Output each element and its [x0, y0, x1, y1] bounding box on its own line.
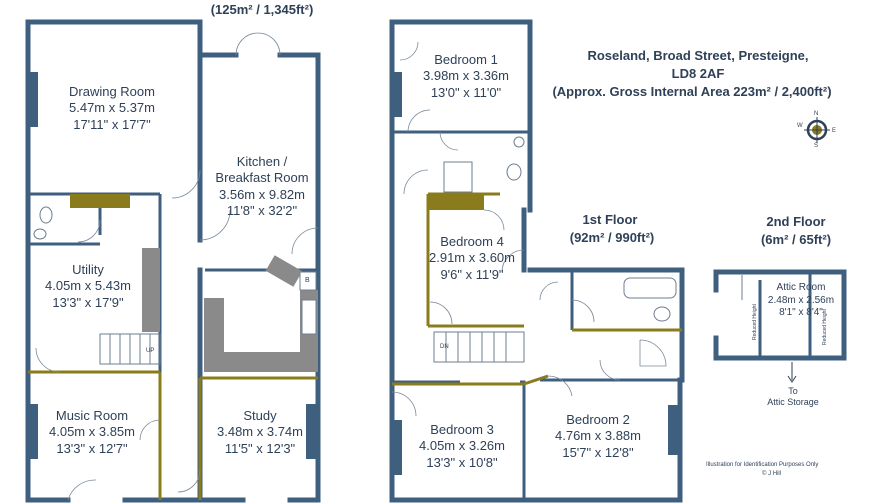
wc-toilet — [39, 206, 53, 224]
room-name: Attic Room — [776, 282, 826, 293]
room-imperial: 13'3" x 10'8" — [426, 454, 498, 470]
room-metric: 4.05m x 3.85m — [49, 424, 135, 440]
room-bedroom-4: Bedroom 4 2.91m x 3.60m 9'6" x 11'9" — [429, 234, 515, 283]
room-name: Kitchen / — [236, 154, 288, 169]
kitchen-worktop — [204, 290, 318, 372]
room-bedroom-2: Bedroom 2 4.76m x 3.88m 15'7" x 12'8" — [555, 412, 641, 461]
first-toilet — [653, 306, 671, 322]
room-metric: 4.76m x 3.88m — [555, 428, 641, 444]
hob — [301, 299, 317, 335]
compass-icon — [804, 117, 830, 143]
property-address-line2: LD8 2AF — [671, 66, 725, 81]
stairs-down-label: DN — [440, 344, 449, 350]
attic-arrow-head — [787, 375, 797, 383]
ground-floor-area: (125m² / 1,345ft²) — [210, 2, 314, 17]
fireplace-study — [306, 404, 318, 459]
room-name: Bedroom 1 — [434, 52, 498, 67]
disclaimer: Illustration for Identification Purposes… — [706, 462, 819, 468]
beam-block — [70, 194, 130, 208]
room-metric: 4.05m x 5.43m — [45, 278, 131, 294]
first-floor-title: 1st Floor — [582, 212, 638, 227]
room-imperial: 11'8" x 32'2" — [226, 202, 298, 218]
room-metric: 3.98m x 3.36m — [423, 68, 509, 84]
room-name: Study — [243, 408, 277, 423]
first-floor-area: (92m² / 990ft²) — [569, 230, 655, 245]
compass-n: N — [814, 111, 819, 117]
first-floor-oak-beams — [392, 192, 682, 386]
boiler-label: B — [305, 277, 310, 284]
utility-worktop — [142, 248, 160, 332]
reduced-height-left: Reduced Height — [752, 304, 758, 340]
room-name-2: Breakfast Room — [215, 170, 309, 186]
second-floor-area: (6m² / 65ft²) — [760, 232, 832, 247]
copyright: © J Hill — [762, 471, 782, 477]
stairs-up-label: UP — [146, 348, 155, 354]
kitchen-island — [265, 255, 303, 287]
room-drawing-room: Drawing Room 5.47m x 5.37m 17'11" x 17'7… — [69, 84, 155, 133]
bath — [623, 277, 677, 299]
ground-stairs — [99, 333, 161, 365]
first-stairs — [433, 331, 525, 363]
room-metric: 4.05m x 3.26m — [419, 438, 505, 454]
first-doors — [391, 41, 621, 417]
reduced-height-right: Reduced Height — [822, 309, 828, 345]
attic-walls — [713, 269, 847, 361]
room-imperial: 17'11" x 17'7" — [73, 116, 151, 132]
gross-internal-area: (Approx. Gross Internal Area 223m² / 2,4… — [552, 84, 832, 99]
room-music-room: Music Room 4.05m x 3.85m 13'3" x 12'7" — [49, 408, 135, 457]
room-imperial: 8'1" x 8'4" — [779, 307, 823, 318]
room-metric: 2.91m x 3.60m — [429, 250, 515, 266]
first-beam-block — [428, 194, 484, 210]
room-name: Bedroom 2 — [566, 412, 630, 427]
room-metric: 2.48m x 2.56m — [767, 294, 835, 306]
ensuite-toilet — [506, 163, 522, 181]
compass-e: E — [832, 128, 837, 134]
compass-w: W — [797, 123, 803, 129]
boiler-box — [299, 271, 317, 291]
room-bedroom-1: Bedroom 1 3.98m x 3.36m 13'0" x 11'0" — [423, 52, 509, 101]
wc-basin — [33, 228, 47, 240]
compass-s: S — [814, 143, 819, 149]
attic-storage-note: To Attic Storage — [767, 386, 819, 408]
room-utility: Utility 4.05m x 5.43m 13'3" x 17'9" — [45, 262, 131, 311]
room-imperial: 13'3" x 17'9" — [52, 294, 124, 310]
fireplace-music-room — [26, 404, 38, 459]
room-imperial: 13'3" x 12'7" — [56, 440, 128, 456]
room-name: Bedroom 3 — [430, 422, 494, 437]
bedroom2-fireplace — [668, 405, 680, 455]
room-name: Bedroom 4 — [440, 234, 504, 249]
ensuite-basin — [513, 136, 525, 148]
room-imperial: 9'6" x 11'9" — [440, 266, 504, 282]
room-metric: 3.56m x 9.82m — [218, 186, 305, 202]
room-name: Music Room — [55, 408, 129, 423]
room-name: Drawing Room — [69, 84, 155, 99]
bedroom1-fireplace — [390, 72, 402, 117]
room-kitchen: Kitchen / Breakfast Room 3.56m x 9.82m 1… — [215, 154, 308, 219]
room-study: Study 3.48m x 3.74m 11'5" x 12'3" — [217, 408, 303, 457]
ground-floor-oak-beams — [28, 194, 318, 500]
room-bedroom-3: Bedroom 3 4.05m x 3.26m 13'3" x 10'8" — [419, 422, 505, 471]
bedroom3-fireplace — [390, 420, 402, 475]
second-floor-title: 2nd Floor — [766, 214, 826, 229]
attic-storage-line1: To — [788, 386, 798, 396]
room-imperial: 13'0" x 11'0" — [430, 84, 502, 100]
room-imperial: 15'7" x 12'8" — [562, 444, 634, 460]
room-attic: Attic Room 2.48m x 2.56m 8'1" x 8'4" — [768, 282, 834, 320]
property-address-line1: Roseland, Broad Street, Presteigne, — [587, 48, 809, 63]
room-metric: 3.48m x 3.74m — [217, 424, 303, 440]
room-metric: 5.47m x 5.37m — [69, 100, 155, 116]
room-name: Utility — [72, 262, 104, 277]
fireplace-drawing-room — [26, 72, 38, 127]
shower — [443, 161, 473, 193]
ground-doors — [35, 32, 319, 501]
corner-shower — [639, 339, 667, 367]
room-imperial: 11'5" x 12'3" — [224, 440, 296, 456]
attic-storage-line2: Attic Storage — [767, 396, 819, 407]
